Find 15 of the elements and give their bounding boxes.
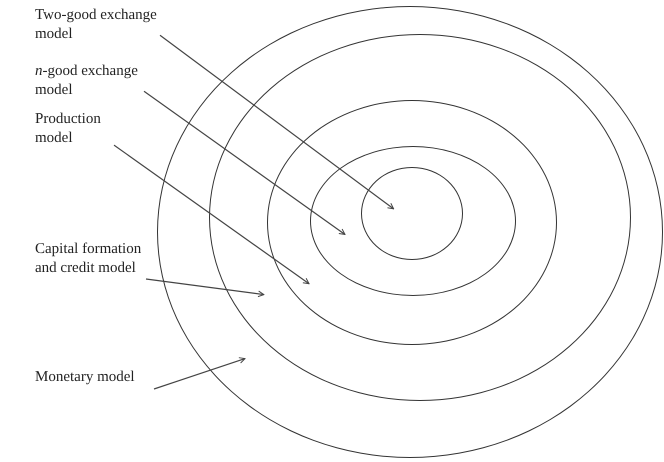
model-label: Two-good exchange model bbox=[35, 6, 161, 46]
concentric-ring bbox=[267, 100, 557, 345]
concentric-ring bbox=[157, 6, 663, 458]
concentric-ring bbox=[361, 167, 463, 260]
model-label: Monetary model bbox=[35, 368, 155, 390]
leader-arrow bbox=[154, 357, 246, 390]
leader-arrow bbox=[144, 90, 346, 235]
model-label: Production model bbox=[35, 110, 115, 150]
leader-arrow bbox=[160, 34, 394, 210]
leader-arrow bbox=[114, 144, 310, 284]
concentric-ring bbox=[209, 34, 631, 401]
model-label: Capital formation and credit model bbox=[35, 240, 147, 280]
concentric-ring bbox=[310, 146, 516, 296]
leader-arrow bbox=[146, 278, 264, 298]
model-label: n-good exchange model bbox=[35, 62, 145, 102]
